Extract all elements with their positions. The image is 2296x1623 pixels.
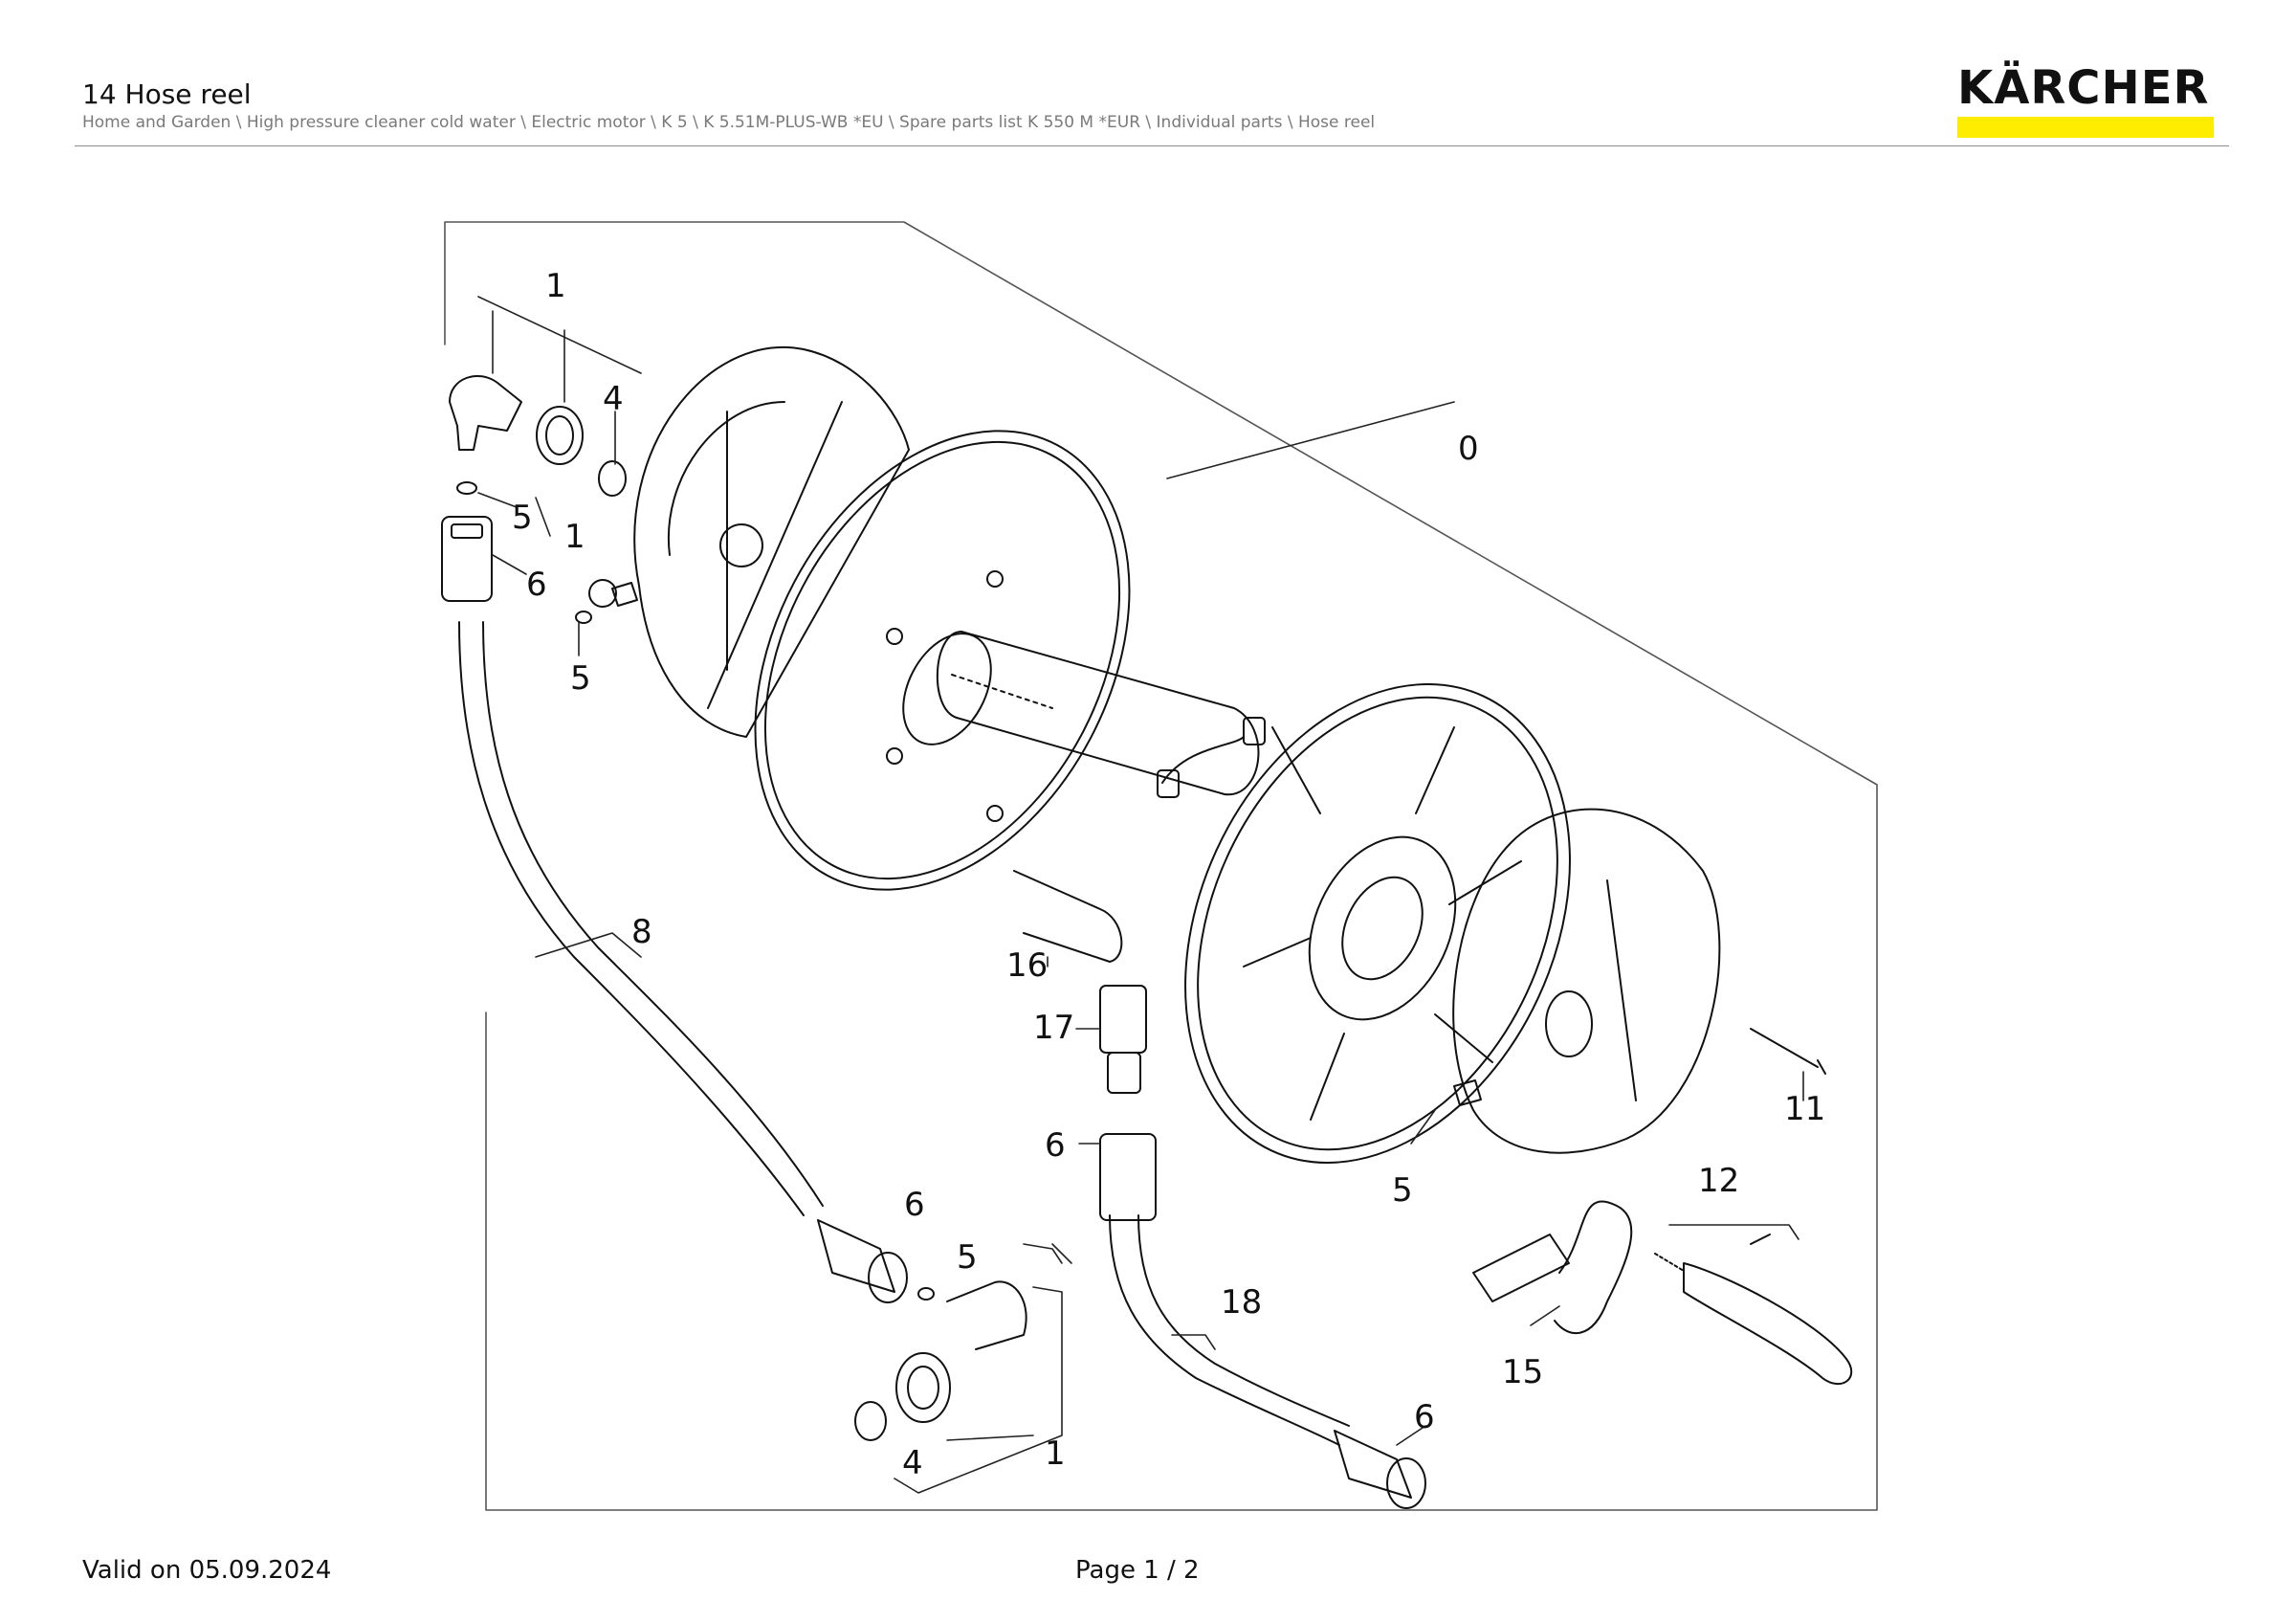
callout-label: 4 <box>902 1444 923 1482</box>
crank-handle <box>1472 1200 1853 1385</box>
drum-barrel <box>937 631 1266 798</box>
screw <box>1750 1028 1826 1075</box>
page-number: Page 1 / 2 <box>1075 1556 1200 1585</box>
callout-label: 11 <box>1784 1090 1825 1128</box>
bottom-left-fittings <box>817 1219 1027 1441</box>
spoked-wheel <box>1184 683 1571 1164</box>
page-title: 14 Hose reel <box>82 78 252 110</box>
callout-label: 0 <box>1458 430 1479 468</box>
callout-label: 6 <box>526 566 547 604</box>
drum-flange <box>754 430 1131 891</box>
valid-date: Valid on 05.09.2024 <box>82 1556 332 1585</box>
brand-logo: KÄRCHER <box>1957 61 2214 138</box>
callout-label: 17 <box>1033 1009 1074 1047</box>
breadcrumb: Home and Garden \ High pressure cleaner … <box>82 113 1376 132</box>
callout-label: 4 <box>603 380 624 418</box>
callout-label: 5 <box>957 1238 978 1277</box>
callout-label: 6 <box>904 1186 925 1224</box>
callout-label: 12 <box>1698 1162 1739 1200</box>
center-hose <box>1109 1214 1426 1509</box>
callout-label: 8 <box>631 913 652 951</box>
callout-label: 1 <box>1045 1434 1066 1473</box>
brand-logo-text: KÄRCHER <box>1957 61 2210 115</box>
right-side-plate <box>1452 808 1721 1154</box>
callout-label: 15 <box>1502 1353 1543 1391</box>
callout-label: 5 <box>512 499 533 537</box>
left-hose <box>458 621 824 1216</box>
callout-label: 6 <box>1045 1126 1066 1165</box>
center-connectors <box>1013 870 1157 1221</box>
callout-label: 1 <box>564 518 585 556</box>
callout-label: 1 <box>545 267 566 305</box>
callout-label: 18 <box>1221 1283 1262 1322</box>
top-left-fittings <box>441 374 627 624</box>
callout-label: 6 <box>1414 1398 1435 1436</box>
left-side-plate <box>611 346 910 738</box>
header-divider <box>75 145 2229 146</box>
callout-label: 5 <box>570 659 591 698</box>
callout-label: 5 <box>1392 1171 1413 1210</box>
callout-labels: 1 4 5 1 6 5 0 8 16 17 6 5 11 12 6 5 18 1… <box>512 267 1825 1482</box>
assembly-frame <box>444 221 1878 1511</box>
callout-label: 16 <box>1006 946 1048 985</box>
brand-logo-bar <box>1957 117 2214 138</box>
leader-lines <box>477 296 1804 1494</box>
